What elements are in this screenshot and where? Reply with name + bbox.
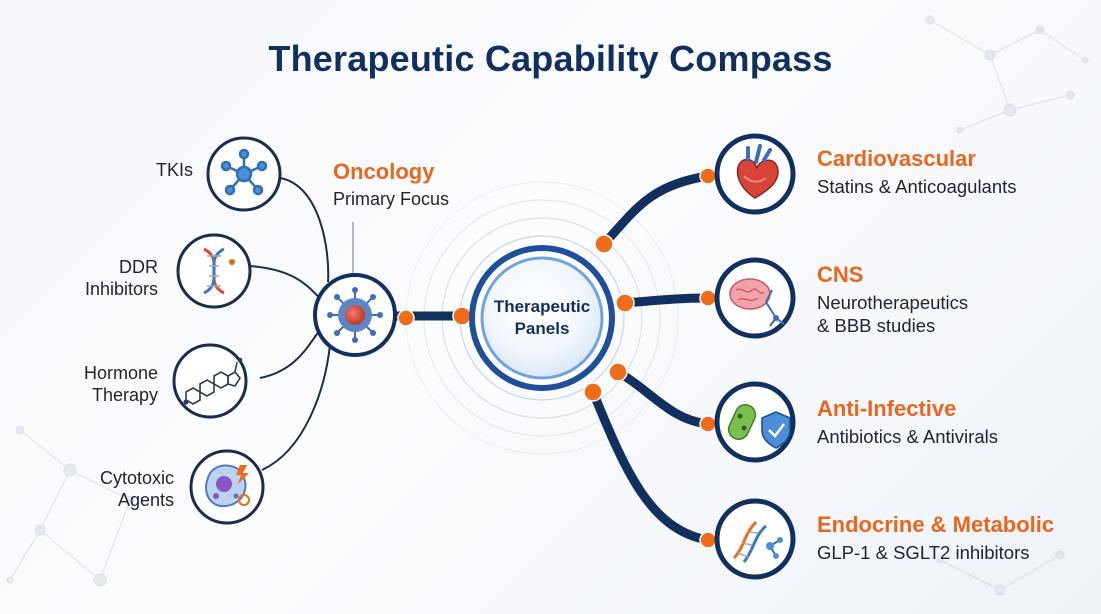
cns-title: CNS xyxy=(817,262,864,287)
tkis-label: TKIs xyxy=(156,160,193,182)
dna-helix-icon xyxy=(203,247,235,295)
heart-icon xyxy=(736,144,779,199)
hormone-therapy-label-line2: Therapy xyxy=(91,384,158,405)
hormone-therapy-label: Hormone Therapy xyxy=(84,363,158,406)
bacteria-shield-icon xyxy=(727,403,791,449)
dna-molecule-icon xyxy=(732,520,783,563)
ddr-inhibitors-node[interactable] xyxy=(176,233,252,309)
cancer-cell-icon xyxy=(327,287,383,343)
ddr-inhibitors-label-line1: DDR xyxy=(119,257,158,277)
anti-infective-node[interactable] xyxy=(714,381,796,463)
page-title: Therapeutic Capability Compass xyxy=(268,38,833,79)
hub-label-line2: Panels xyxy=(515,319,570,338)
cardiovascular-label: Cardiovascular Statins & Anticoagulants xyxy=(817,146,1017,199)
cns-label: CNS Neurotherapeutics & BBB studies xyxy=(817,262,968,337)
hormone-therapy-node[interactable] xyxy=(172,343,248,419)
cardiovascular-desc: Statins & Anticoagulants xyxy=(817,176,1017,198)
anti-infective-label: Anti-Infective Antibiotics & Antivirals xyxy=(817,396,998,449)
cytotoxic-agents-node[interactable] xyxy=(189,449,265,525)
endocrine-metabolic-title: Endocrine & Metabolic xyxy=(817,512,1055,537)
endocrine-metabolic-desc: GLP-1 & SGLT2 inhibitors xyxy=(817,542,1030,564)
ddr-inhibitors-label: DDR Inhibitors xyxy=(85,257,158,300)
cytotoxic-agents-label-line2: Agents xyxy=(117,489,174,510)
connector-dots xyxy=(397,167,717,549)
cytotoxic-agents-label: Cytotoxic Agents xyxy=(100,468,174,511)
oncology-node[interactable] xyxy=(313,273,397,357)
oncology-title: Oncology xyxy=(333,159,435,184)
damaged-cell-icon xyxy=(205,464,250,508)
steroid-structure-icon xyxy=(183,357,243,405)
brain-neuron-icon xyxy=(729,278,785,327)
endocrine-metabolic-node[interactable] xyxy=(714,498,796,580)
hub-label-line1: Therapeutic xyxy=(494,297,590,316)
molecule-network-icon xyxy=(220,148,268,196)
endocrine-metabolic-label: Endocrine & Metabolic GLP-1 & SGLT2 inhi… xyxy=(817,512,1054,565)
background-network xyxy=(6,15,1089,596)
tkis-node[interactable] xyxy=(206,136,282,212)
cns-desc-line2: & BBB studies xyxy=(817,314,936,336)
anti-infective-desc: Antibiotics & Antivirals xyxy=(817,426,998,448)
cardiovascular-title: Cardiovascular xyxy=(817,146,976,171)
hormone-therapy-label-line1: Hormone xyxy=(83,363,158,383)
cns-desc-line1: Neurotherapeutics xyxy=(817,292,969,314)
cytotoxic-agents-label-line1: Cytotoxic xyxy=(99,468,174,488)
anti-infective-title: Anti-Infective xyxy=(817,396,957,421)
cardiovascular-node[interactable] xyxy=(714,133,796,215)
oncology-subtitle: Primary Focus xyxy=(333,189,450,209)
ddr-inhibitors-label-line2: Inhibitors xyxy=(84,278,158,299)
cns-node[interactable] xyxy=(714,257,796,339)
therapeutic-panels-hub[interactable]: Therapeutic Panels xyxy=(469,245,615,391)
tkis-label-line: TKIs xyxy=(155,160,193,180)
